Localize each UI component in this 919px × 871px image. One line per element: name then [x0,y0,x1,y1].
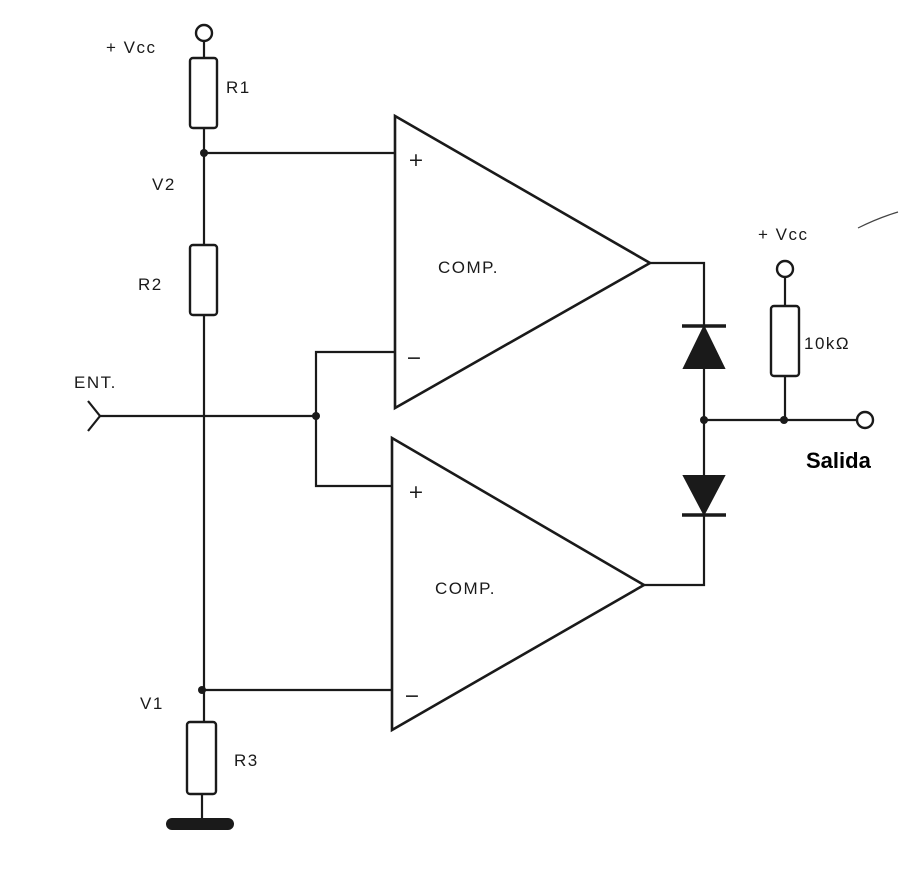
diode-bottom [682,475,726,517]
vcc-terminal-right [775,259,795,279]
label-r2: R2 [138,275,163,294]
output-terminal [855,410,875,430]
label-vcc-top: + Vcc [106,38,157,57]
label-vcc-right: + Vcc [758,225,809,244]
wire-input-to-inputs [314,350,395,488]
input-arrow-icon [87,400,102,432]
ground-symbol [166,818,234,830]
label-v2: V2 [152,175,176,194]
resistor-r2 [188,243,219,317]
label-pullup: 10kΩ [804,334,850,353]
sign-bottom-minus: − [404,685,420,707]
sign-top-plus: + [408,149,424,171]
wire-top-output [650,261,706,326]
comparator-bottom [390,435,647,733]
label-r3: R3 [234,751,259,770]
diode-top [682,324,726,369]
label-salida: Salida [806,448,872,473]
resistor-r1 [188,56,219,130]
sign-bottom-plus: + [408,481,424,503]
label-r1: R1 [226,78,251,97]
wire-bottom-output [644,515,706,587]
pencil-mark [857,211,899,229]
label-ent: ENT. [74,373,117,392]
resistor-r3 [185,720,218,796]
label-comp-top: COMP. [438,258,499,277]
resistor-pullup [769,304,801,378]
sign-top-minus: − [406,347,422,369]
label-v1: V1 [140,694,164,713]
vcc-terminal-top [194,23,214,43]
label-comp-bottom: COMP. [435,579,496,598]
comparator-top [393,113,653,411]
